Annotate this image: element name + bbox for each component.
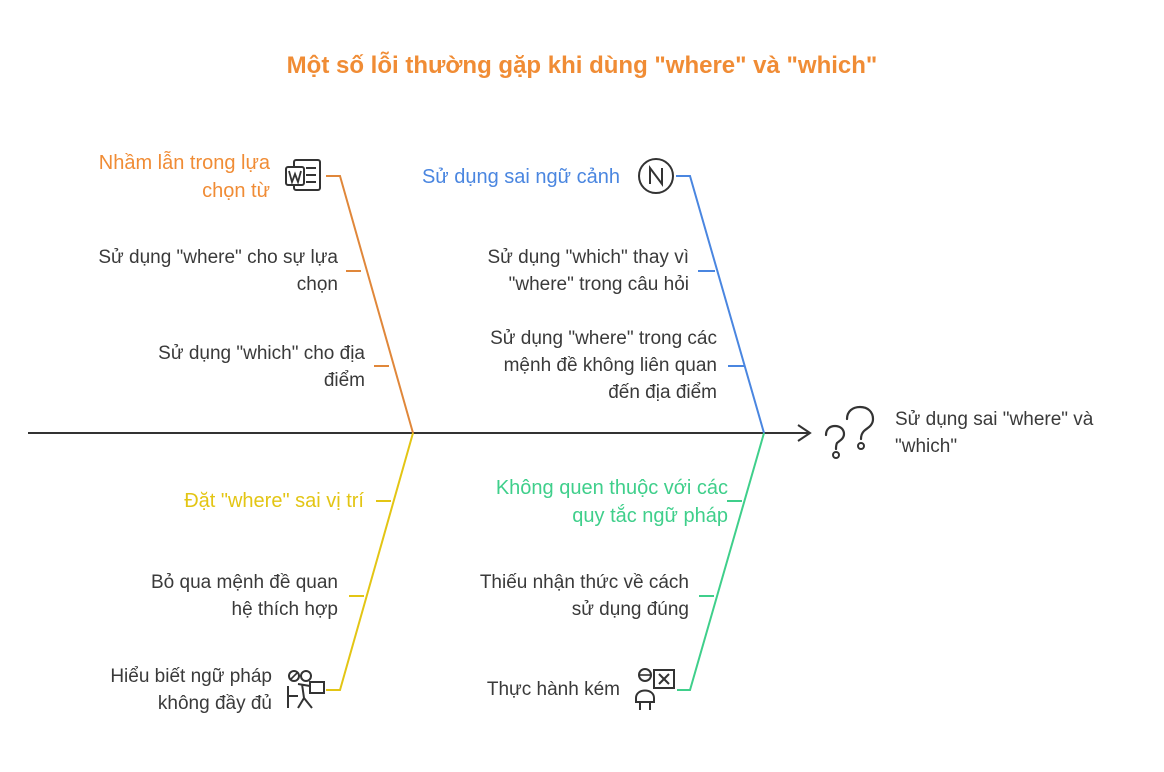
category-label-word-choice: Nhầm lẫn trong lựa chọn từ [98,152,270,202]
cause-label: Sử dụng "where" cho sự lựa chọn [98,247,338,295]
cause-label: Sử dụng "which" cho địa điểm [158,343,365,391]
category-label-wrong-context: Sử dụng sai ngữ cảnh [421,166,620,188]
category-label-wrong-position: Đặt "where" sai vị trí [184,490,364,512]
effect-label: Sử dụng sai "where" và "which" [895,409,1094,457]
cause-label: Sử dụng "where" trong các mệnh đề không … [490,328,717,403]
cause-label: Hiểu biết ngữ pháp không đầy đủ [110,666,272,714]
spine-arrowhead [797,424,812,442]
cause-label: Bỏ qua mệnh đề quan hệ thích hợp [151,572,338,620]
bone-bottom-left [326,432,414,691]
no-entry-icon [638,158,674,194]
cause-label: Sử dụng "which" thay vì "where" trong câ… [487,247,689,295]
bone-top-left [326,175,414,434]
person-wrong-answer-icon [635,668,675,710]
person-reading-icon [287,670,325,709]
bone-top-right [676,175,765,434]
bone-bottom-right [677,432,765,691]
category-label-unfamiliar-grammar: Không quen thuộc với các quy tắc ngữ phá… [495,477,728,527]
cause-label: Thiếu nhận thức về cách sử dụng đúng [479,572,689,620]
diagram-title: Một số lỗi thường gặp khi dùng "where" v… [286,52,878,79]
word-document-icon [285,159,321,191]
question-mark-icon [824,405,875,459]
cause-label: Thực hành kém [486,679,620,700]
